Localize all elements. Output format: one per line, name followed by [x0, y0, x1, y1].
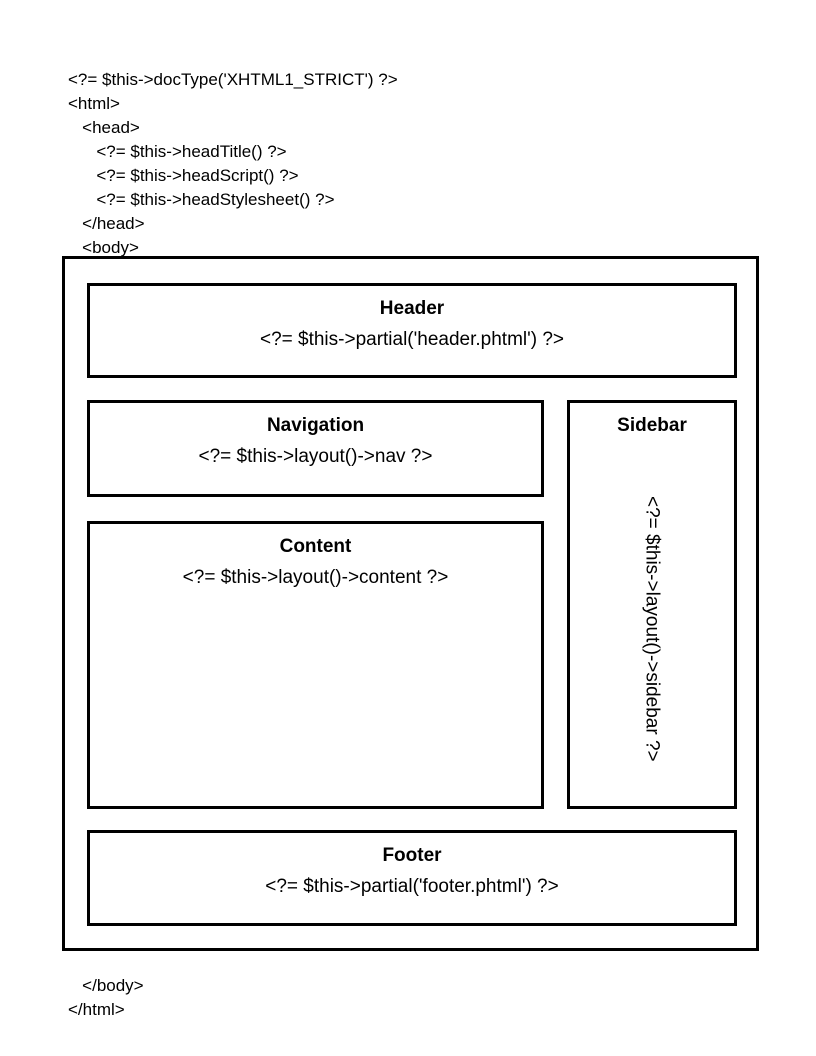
region-header-title: Header: [379, 298, 445, 319]
region-content-title: Content: [279, 536, 352, 557]
layout-diagram-frame: Header <?= $this->partial('header.phtml'…: [62, 256, 759, 951]
region-sidebar[interactable]: Sidebar <?= $this->layout()->sidebar ?>: [567, 400, 737, 809]
region-header-code: <?= $this->partial('header.phtml') ?>: [259, 329, 565, 350]
region-sidebar-code-wrap: <?= $this->layout()->sidebar ?>: [570, 457, 734, 800]
region-navigation-code: <?= $this->layout()->nav ?>: [198, 446, 433, 467]
region-footer-title: Footer: [382, 845, 442, 866]
region-footer-code: <?= $this->partial('footer.phtml') ?>: [265, 876, 559, 897]
code-listing-tail: </body> </html>: [68, 976, 144, 1019]
region-navigation-title: Navigation: [266, 415, 365, 436]
region-footer[interactable]: Footer <?= $this->partial('footer.phtml'…: [87, 830, 737, 926]
region-content[interactable]: Content <?= $this->layout()->content ?>: [87, 521, 544, 809]
region-content-code: <?= $this->layout()->content ?>: [182, 567, 449, 588]
region-navigation[interactable]: Navigation <?= $this->layout()->nav ?>: [87, 400, 544, 497]
region-header[interactable]: Header <?= $this->partial('header.phtml'…: [87, 283, 737, 378]
region-sidebar-title: Sidebar: [617, 415, 687, 436]
code-listing-head: <?= $this->docType('XHTML1_STRICT') ?> <…: [68, 70, 398, 257]
region-sidebar-code: <?= $this->layout()->sidebar ?>: [641, 495, 663, 762]
